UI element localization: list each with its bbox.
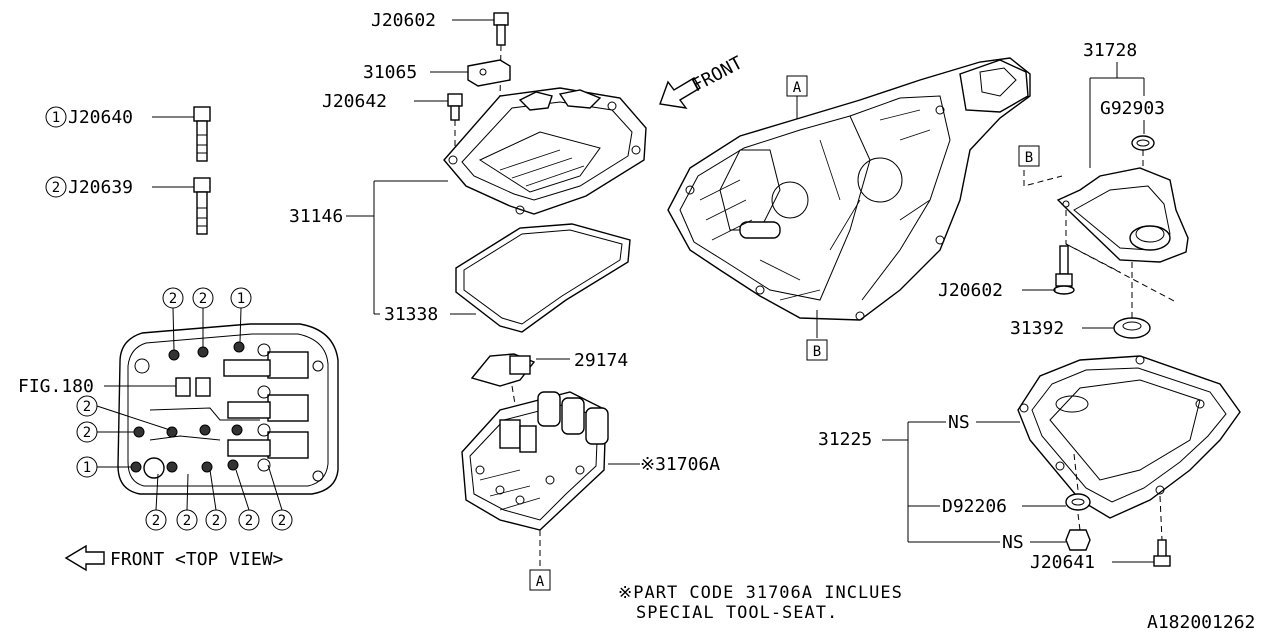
valve-body-31706a-icon	[461, 391, 609, 531]
label-fig180[interactable]: FIG.180	[18, 376, 94, 397]
drain-plug-icon	[1065, 529, 1091, 551]
label-31706a: ※31706A	[640, 454, 720, 475]
callout-2-icon: 2	[212, 513, 220, 529]
bolt-j20639-icon	[193, 177, 211, 235]
label-j20602-top: J20602	[371, 10, 436, 31]
callout-1-icon: 1	[52, 110, 60, 126]
label-j20602-right: J20602	[938, 280, 1003, 301]
callout-2-icon: 2	[52, 180, 60, 196]
bolt-j20640-group: 1 J20640	[45, 106, 211, 162]
transmission-case-icon	[667, 57, 1031, 321]
label-group-31225: 31225 NS D92206 NS J20641	[818, 412, 1154, 573]
label-ns-bottom: NS	[1002, 532, 1024, 553]
label-31392: 31392	[1010, 318, 1064, 339]
callout-a-bottom: A	[529, 569, 551, 591]
gasket-31338-icon	[455, 223, 631, 333]
callout-2-icon: 2	[245, 513, 253, 529]
callout-2-icon: 2	[169, 291, 177, 307]
bolt-j20602-top-icon	[493, 12, 509, 46]
callout-2-icon: 2	[183, 513, 191, 529]
label-j20641: J20641	[1030, 552, 1095, 573]
label-j20640: J20640	[68, 107, 133, 128]
bracket-label-31146-31338: 31146 31338	[289, 180, 476, 325]
front-arrow-icon	[659, 77, 701, 109]
top-view-callouts: 2 2 1 FIG.180 2 2 1 2 2 2 2 2	[18, 287, 293, 531]
label-j20642: J20642	[322, 91, 387, 112]
callout-2-icon: 2	[278, 513, 286, 529]
bolt-j20641-icon	[1153, 539, 1171, 567]
label-31065: 31065	[363, 62, 417, 83]
label-group-31728: 31728 G92903	[1083, 40, 1165, 168]
washer-d92206-icon	[1065, 493, 1091, 511]
note-line-1: ※PART CODE 31706A INCLUES	[618, 583, 903, 603]
oring-g92903-icon	[1131, 135, 1155, 151]
seal-31392-icon	[1113, 317, 1151, 339]
callout-2-icon: 2	[199, 291, 207, 307]
sensor-29174-icon	[470, 353, 536, 387]
valve-body-top-view	[117, 323, 339, 495]
bolt-j20642-icon	[447, 93, 463, 121]
front-top-view-label: FRONT <TOP VIEW>	[64, 544, 284, 572]
callout-b-text: B	[1025, 150, 1033, 166]
callout-2-icon: 2	[83, 425, 91, 441]
label-d92206: D92206	[942, 496, 1007, 517]
bracket-31065-icon	[467, 59, 511, 87]
callout-a-text: A	[793, 80, 802, 96]
label-29174: 29174	[574, 350, 628, 371]
callout-2-icon: 2	[83, 399, 91, 415]
callout-2-icon: 2	[152, 513, 160, 529]
callout-a-text: A	[536, 574, 545, 590]
callout-b-bottom: B	[806, 310, 828, 361]
valve-cover-31146-icon	[443, 87, 647, 215]
strainer-31728-icon	[1056, 167, 1189, 263]
label-31225: 31225	[818, 429, 872, 450]
bolt-j20640-icon	[193, 106, 211, 162]
label-ns-top: NS	[948, 412, 970, 433]
callout-b-text: B	[813, 344, 821, 360]
label-31146: 31146	[289, 206, 343, 227]
label-j20639: J20639	[68, 177, 133, 198]
front-arrow-text: FRONT	[688, 52, 746, 96]
note-line-2: SPECIAL TOOL-SEAT.	[636, 603, 838, 623]
callout-b-top: B	[1018, 145, 1063, 187]
top-view-text: FRONT <TOP VIEW>	[110, 549, 284, 570]
oil-pan-31225-icon	[1017, 355, 1241, 519]
callout-1-icon: 1	[83, 460, 91, 476]
bolt-j20639-group: 2 J20639	[45, 176, 211, 235]
diagram-id: A182001262	[1147, 612, 1255, 633]
bolt-j20602-right-icon	[1053, 245, 1075, 295]
label-31338: 31338	[384, 304, 438, 325]
label-g92903: G92903	[1100, 98, 1165, 119]
label-31728: 31728	[1083, 40, 1137, 61]
callout-1-icon: 1	[237, 291, 245, 307]
